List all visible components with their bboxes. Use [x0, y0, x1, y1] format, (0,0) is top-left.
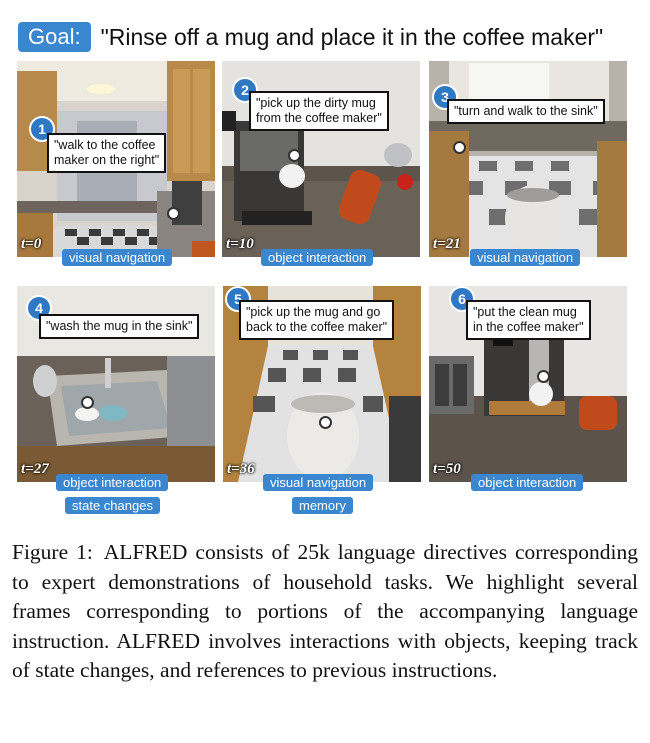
- tag-state-changes-4: state changes: [65, 497, 160, 514]
- step-number-1: 1: [29, 116, 55, 142]
- tag-visual-navigation-5: visual navigation: [263, 474, 374, 491]
- tag-visual-navigation-1: visual navigation: [62, 249, 173, 266]
- timestamp-1: t=0: [21, 236, 42, 252]
- frame-4: 4 "wash the mug in the sink" t=27: [17, 286, 215, 482]
- tag-object-interaction-6: object interaction: [471, 474, 584, 491]
- frame-1: 1 "walk to the coffee maker on the right…: [17, 61, 215, 257]
- timestamp-5: t=36: [227, 461, 255, 477]
- pointer-6: [537, 370, 550, 383]
- instruction-bubble-2: "pick up the dirty mug from the coffee m…: [249, 91, 389, 131]
- frame-6: 6 "put the clean mug in the coffee maker…: [429, 286, 627, 482]
- pointer-5: [319, 416, 332, 429]
- instruction-bubble-5: "pick up the mug and go back to the coff…: [239, 300, 395, 340]
- tag-visual-navigation-3: visual navigation: [470, 249, 581, 266]
- instruction-bubble-3: "turn and walk to the sink": [447, 99, 605, 124]
- figure-caption: Figure 1: ALFRED consists of 25k languag…: [12, 538, 638, 686]
- frame-2: 2 "pick up the dirty mug from the coffee…: [222, 61, 420, 257]
- frame-5: 5 "pick up the mug and go back to the co…: [223, 286, 421, 482]
- goal-label: Goal:: [18, 22, 91, 52]
- instruction-bubble-6: "put the clean mug in the coffee maker": [466, 300, 591, 340]
- pointer-3: [453, 141, 466, 154]
- tag-memory-5: memory: [292, 497, 353, 514]
- pointer-4: [81, 396, 94, 409]
- goal-row: Goal: "Rinse off a mug and place it in t…: [18, 20, 603, 54]
- step-number-3: 3: [432, 84, 458, 110]
- tag-object-interaction-2: object interaction: [261, 249, 374, 266]
- instruction-bubble-1: "walk to the coffee maker on the right": [47, 133, 167, 173]
- timestamp-2: t=10: [226, 236, 254, 252]
- pointer-1: [167, 207, 180, 220]
- caption-label: Figure 1:: [12, 540, 93, 564]
- timestamp-3: t=21: [433, 236, 461, 252]
- caption-text: ALFRED consists of 25k language directiv…: [12, 540, 638, 682]
- frame-3: 3 "turn and walk to the sink" t=21: [429, 61, 627, 257]
- frame-3-image: [429, 61, 627, 257]
- timestamp-6: t=50: [433, 461, 461, 477]
- tag-object-interaction-4: object interaction: [56, 474, 169, 491]
- timestamp-4: t=27: [21, 461, 49, 477]
- instruction-bubble-4: "wash the mug in the sink": [39, 314, 200, 339]
- goal-text: "Rinse off a mug and place it in the cof…: [100, 23, 604, 50]
- pointer-2: [288, 149, 301, 162]
